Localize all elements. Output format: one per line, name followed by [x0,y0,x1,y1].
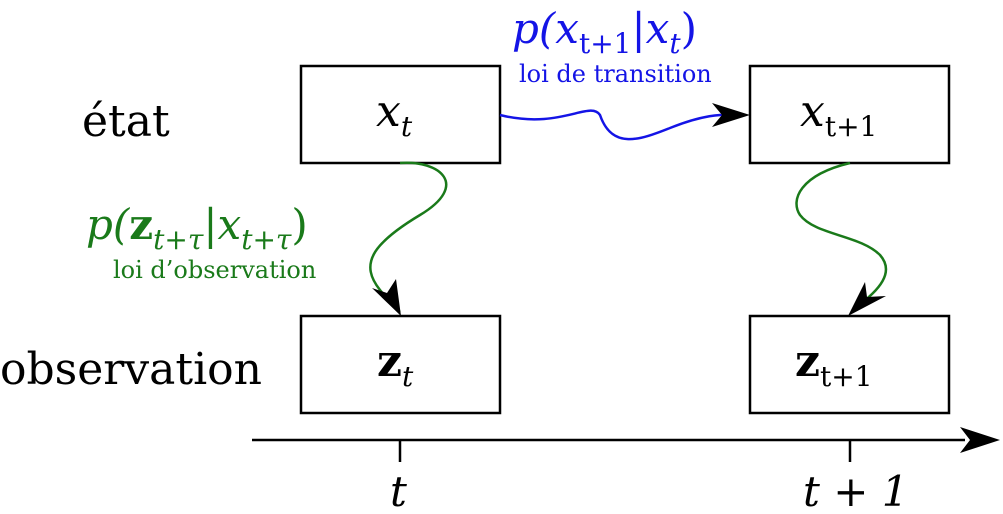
observation-box-t-sub: t [402,360,414,393]
observation-box-t1-sub: t+1 [820,360,873,393]
svg-text:xt+1: xt+1 [800,86,877,143]
observation-box-t1: zt+1 [748,314,951,415]
state-box-t1-var: x [800,86,825,137]
observation-row-label: observation [0,344,262,395]
observation-caption: loi d’observation [113,256,316,284]
transition-caption: loi de transition [519,60,712,88]
observation-arrowhead-t1 [848,282,886,316]
time-tick-t-label: t [390,467,407,514]
observation-arrow-t [369,161,448,314]
transition-arrowhead [712,103,750,127]
state-box-t-sub: t [401,110,413,143]
state-row-label: état [82,96,170,147]
time-tick-t1-label: t + 1 [803,467,909,514]
state-box-t: xt [299,64,502,165]
transition-arrow [499,109,746,141]
transition-formula: p(xt+1|xt) [512,4,697,60]
state-box-t1-sub: t+1 [825,110,878,143]
observation-arrow-t1 [795,161,888,310]
state-box-t-var: x [376,86,401,137]
svg-text:zt: zt [377,336,414,393]
observation-box-t1-var: z [795,336,820,387]
state-box-t1: xt+1 [748,64,951,165]
svg-text:xt: xt [376,86,413,143]
svg-text:zt+1: zt+1 [795,336,873,393]
observation-arrowhead-t [372,279,401,316]
observation-box-t: zt [299,314,502,415]
observation-formula: p(zt+τ|xt+τ) [86,200,308,256]
time-axis-arrowhead [960,427,1000,453]
observation-box-t-var: z [377,336,402,387]
